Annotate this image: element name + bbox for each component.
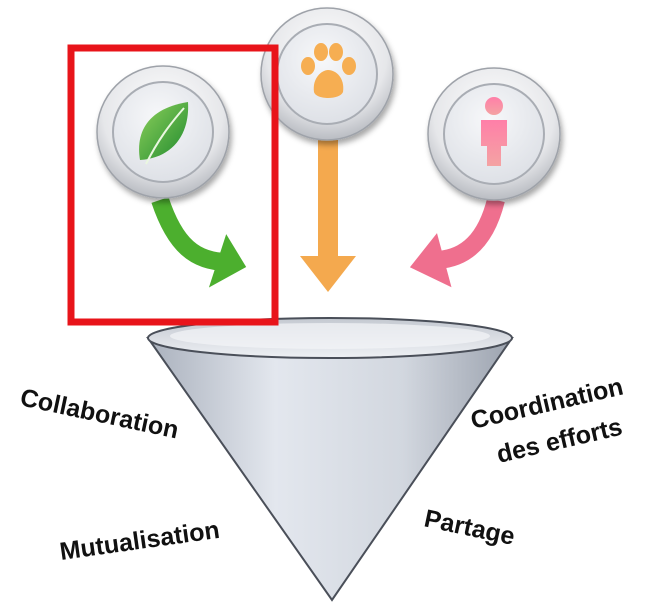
pink-arrow [409, 197, 505, 288]
label-partage: Partage [422, 504, 518, 550]
leaf-icon [139, 102, 189, 165]
green-arrow [151, 197, 247, 288]
person-icon [481, 97, 507, 166]
label-collaboration: Collaboration [18, 383, 181, 444]
highlight-box [67, 44, 279, 326]
label-mutualisation: Mutualisation [58, 516, 221, 566]
paw-icon [301, 43, 356, 98]
funnel [146, 317, 514, 602]
orange-arrow [300, 140, 356, 292]
